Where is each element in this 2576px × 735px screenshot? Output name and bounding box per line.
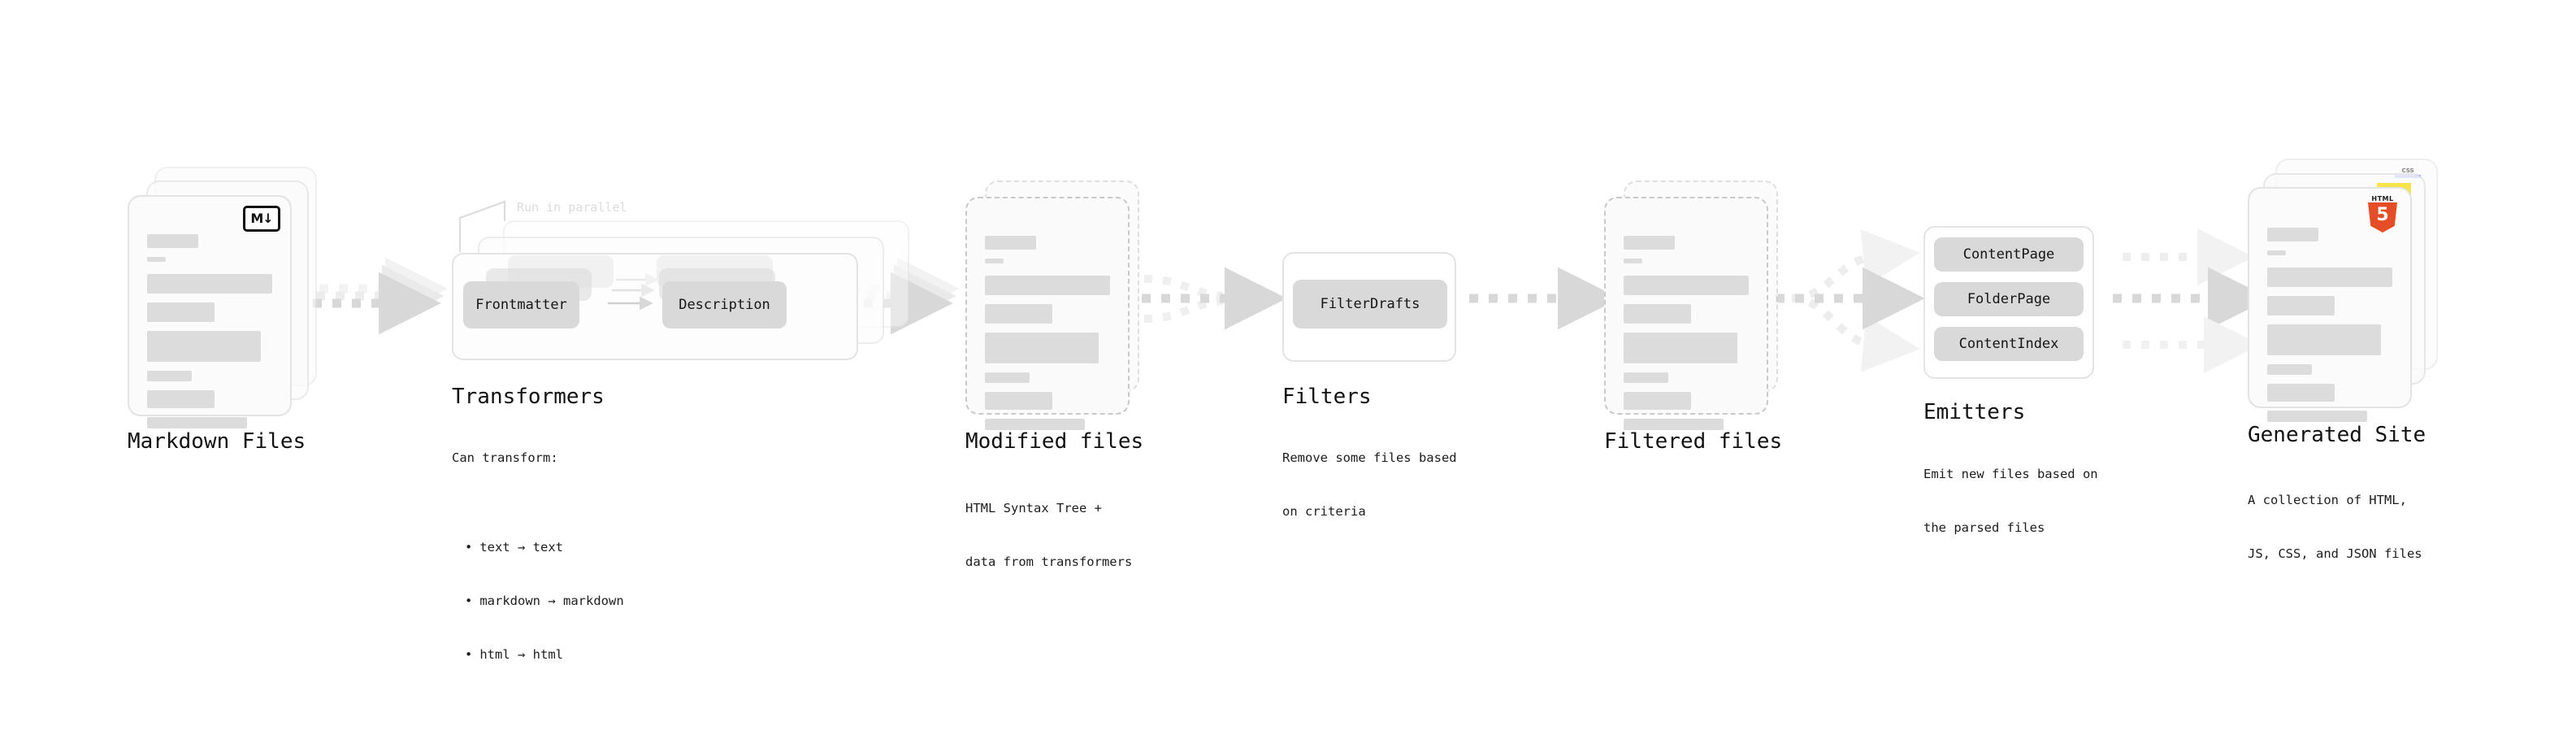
filters-subtitle: Remove some files based on criteria: [1282, 413, 1457, 556]
html5-badge-word: HTML: [2371, 195, 2394, 202]
emitters-pill-folderpage[interactable]: FolderPage: [1934, 282, 2084, 316]
modified-files-title: Modified files: [965, 429, 1144, 454]
emitters-pill-contentpage[interactable]: ContentPage: [1934, 237, 2084, 272]
html5-shield-icon: [2368, 202, 2397, 233]
emitters-pill-contentindex-label: ContentIndex: [1958, 336, 2059, 352]
markdown-badge: M↓: [243, 206, 280, 232]
emitters-subtitle-line: the parsed files: [1923, 520, 2045, 535]
stage-emitters: ContentPage FolderPage ContentIndex Emit…: [1923, 226, 2098, 572]
transformer-pill-frontmatter-label: Frontmatter: [475, 297, 567, 313]
markdown-badge-label: M↓: [250, 211, 273, 226]
modified-card-skeleton: [985, 236, 1110, 439]
generated-site-subtitle: A collection of HTML, JS, CSS, and JSON …: [2248, 455, 2422, 598]
emitters-subtitle-line: Emit new files based on: [1923, 467, 2098, 481]
markdown-card-front: M↓: [128, 195, 292, 428]
generated-site-title: Generated Site: [2248, 423, 2426, 447]
site-card-html: HTML: [2248, 187, 2412, 422]
markdown-files-title: Markdown Files: [128, 429, 306, 454]
run-in-parallel-label: Run in parallel: [517, 200, 627, 215]
stage-transformers: Run in parallel Frontmatter Description …: [0, 0, 2576, 681]
filters-pill-filterdrafts[interactable]: FilterDrafts: [1293, 280, 1447, 328]
filters-subtitle-line: Remove some files based: [1282, 450, 1457, 465]
emitters-subtitle: Emit new files based on the parsed files: [1923, 429, 2098, 572]
filters-pill-filterdrafts-label: FilterDrafts: [1320, 296, 1420, 312]
transformers-bullet-item: markdown → markdown: [465, 592, 623, 610]
transformer-pill-frontmatter[interactable]: Frontmatter: [463, 281, 579, 328]
site-card-skeleton: [2267, 228, 2392, 431]
filtered-files-title: Filtered files: [1604, 429, 1783, 454]
transformers-bullet-item: html → html: [465, 646, 624, 663]
modified-files-subtitle: HTML Syntax Tree + data from transformer…: [965, 463, 1132, 607]
markdown-card-skeleton: [147, 234, 272, 437]
emitters-title: Emitters: [1923, 400, 2026, 424]
emitters-pill-contentpage-label: ContentPage: [1962, 246, 2055, 263]
generated-site-subtitle-line: JS, CSS, and JSON files: [2248, 546, 2422, 561]
filtered-card-front: [1604, 197, 1768, 430]
transformers-subtitle: Can transform: text → text markdown → ma…: [452, 413, 624, 735]
emitters-pill-contentindex[interactable]: ContentIndex: [1934, 327, 2084, 361]
transformer-pill-description-label: Description: [679, 297, 770, 313]
css-badge-label: CSS: [2401, 167, 2414, 174]
modified-files-subtitle-line: data from transformers: [965, 555, 1133, 569]
modified-card-front: [965, 197, 1130, 430]
transformers-bullets: text → text markdown → markdown html → h…: [452, 502, 624, 699]
filters-subtitle-line: on criteria: [1282, 504, 1366, 519]
generated-site-subtitle-line: A collection of HTML,: [2248, 493, 2407, 507]
stage-generated-site: CSS HTML Generated Site: [0, 0, 2576, 681]
modified-files-subtitle-line: HTML Syntax Tree +: [965, 501, 1102, 515]
filtered-card-skeleton: [1624, 236, 1749, 439]
transformers-bullet-item: text → text: [465, 538, 624, 556]
pipeline-diagram: M↓ Markdown Files Run in parallel: [0, 0, 2576, 681]
emitters-pill-folderpage-label: FolderPage: [1967, 291, 2051, 307]
transformer-pill-description[interactable]: Description: [662, 281, 787, 328]
transformers-title: Transformers: [452, 385, 605, 409]
stage-filters: FilterDrafts Filters Remove some files b…: [1282, 252, 1457, 556]
transformers-subtitle-line: Can transform:: [452, 450, 558, 465]
stage-filtered-files: Filtered files: [1604, 180, 1783, 454]
stage-markdown-files: M↓ Markdown Files: [128, 167, 317, 454]
stage-modified-files: Modified files HTML Syntax Tree + data f…: [965, 180, 1144, 607]
filters-title: Filters: [1282, 385, 1372, 409]
html5-badge: HTML: [2366, 195, 2399, 233]
